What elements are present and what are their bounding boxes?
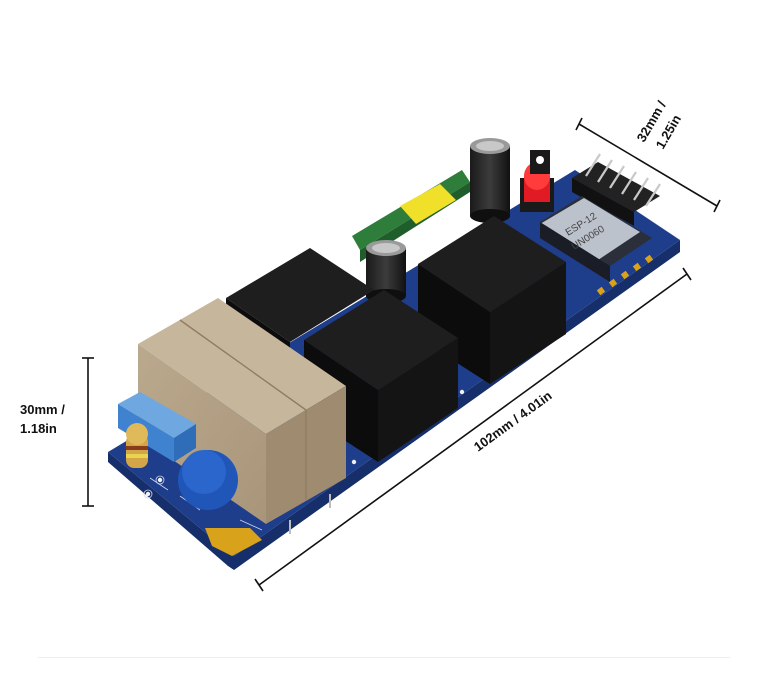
bottom-divider [38,657,730,658]
yellow-transformer [400,184,456,224]
pin-header [572,153,661,226]
capacitor-large [470,138,510,223]
transistor [530,150,550,174]
hole-markers [145,389,465,497]
height-label-line2: 1.18in [20,421,57,436]
varistor [178,450,238,510]
height-dimension: 30mm / 1.18in [20,357,94,507]
esp-module: ESP-12 UN0060 [540,196,652,282]
relay-back [418,216,566,384]
gold-pad [205,528,262,556]
fuse-resistor [126,423,148,468]
height-label-line1: 30mm / [20,402,65,417]
pad-row-right [596,254,654,296]
